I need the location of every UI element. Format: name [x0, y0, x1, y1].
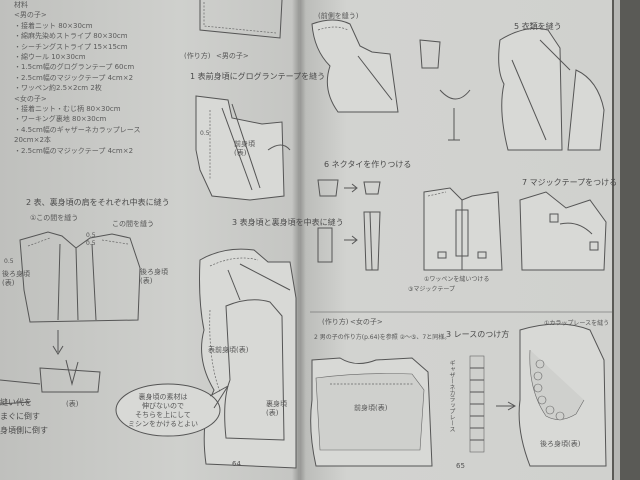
materials-line: ・2.5cm幅のマジックテープ 4cm×2	[14, 146, 134, 155]
surface-label: (表)	[66, 400, 79, 408]
note-tape: ③マジックテープ	[408, 286, 456, 293]
materials-line: ・4.5cm幅のギャザーネカラップレース	[14, 125, 141, 134]
step6-heading: 6 ネクタイを作りつける	[324, 160, 412, 169]
measure-label: 0.5	[4, 258, 14, 265]
girl-front-label: 前身頃(表)	[354, 404, 388, 412]
materials-line: <男の子>	[14, 11, 47, 20]
step2-note: ①この間を縫う	[30, 214, 79, 222]
measure-label: 0.5	[86, 240, 96, 247]
back-body-label: 後ろ身頃 (表)	[2, 270, 30, 287]
seam-note: 身頃側に倒す	[0, 426, 48, 435]
lace-label: ギャザーネカラップレース	[448, 360, 455, 432]
materials-line: 20cm×2本	[14, 136, 51, 145]
materials-line: ・綿麻先染めストライプ 80×30cm	[14, 32, 128, 41]
step-top-label: (前側を縫う)	[318, 12, 359, 20]
girl-step2: 2 男の子の作り方(p.64)を参照 ②〜⑤、7と同様。	[314, 334, 451, 341]
page-number-right: 65	[456, 462, 465, 470]
materials-line: ・ワーキング裏地 80×30cm	[14, 115, 107, 124]
back-body-label: 後ろ身頃 (表)	[140, 268, 168, 285]
girl-step3-heading: 3 レースのつけ方	[446, 330, 510, 339]
page-number-left: 64	[232, 460, 241, 468]
materials-list: 材料 <男の子> ・接着ニット 80×30cm ・綿麻先染めストライプ 80×3…	[14, 0, 174, 156]
materials-line: ・綿ウール 10×30cm	[14, 53, 86, 62]
step7-heading: 7 マジックテープをつける	[522, 178, 618, 187]
materials-line: <女の子>	[14, 94, 47, 103]
materials-line: ・接着ニット 80×30cm	[14, 21, 93, 30]
step1-label: 前身頃 (表)	[234, 140, 255, 157]
left-page-illustrations	[0, 0, 297, 469]
materials-line: 材料	[14, 1, 28, 9]
measure-label: 0.5	[86, 232, 96, 239]
materials-line: ・1.5cm幅のグログランテープ 60cm	[14, 63, 135, 72]
seam-note: 縫い代を	[0, 398, 32, 407]
step1-heading: 1 表前身頃にグログランテープを縫う	[190, 72, 326, 81]
materials-line: ・ワッペン約2.5×2cm 2枚	[14, 84, 102, 93]
collar-note: ①カラップレースを縫う	[544, 320, 610, 327]
girl-section-sub: <女の子>	[350, 318, 383, 326]
girl-section-label: (作り方)	[322, 318, 349, 326]
step2-heading: 2 表、裏身頃の肩をそれぞれ中表に縫う	[26, 198, 170, 207]
speech-bubble-note: 裏身頃の素材は 伸びないので そちらを上にして ミシンをかけるとよい	[128, 393, 198, 428]
step5-heading: 5 衣類を縫う	[514, 22, 562, 31]
page-stack-edge	[614, 0, 620, 480]
note-ribbon: ①ワッペンを縫いつける	[424, 276, 490, 283]
materials-line: ・2.5cm幅のマジックテープ 4cm×2	[14, 73, 134, 82]
girl-back-label: 後ろ身頃(表)	[540, 440, 581, 448]
materials-line: ・接着ニット・むじ柄 80×30cm	[14, 105, 121, 114]
section-label: (作り方)	[184, 52, 211, 60]
measure-label: 0.5	[200, 130, 210, 137]
step3-label: 表前身頃(表)	[208, 346, 249, 354]
seam-note: まぐに倒す	[0, 412, 40, 421]
section-sub: <男の子>	[216, 52, 249, 60]
step3-heading: 3 表身頃と裏身頃を中表に縫う	[232, 218, 344, 227]
step3-back-label: 裏身頃 (表)	[266, 400, 287, 417]
step2-note: この間を縫う	[112, 220, 154, 228]
materials-line: ・シーチングストライプ 15×15cm	[14, 42, 128, 51]
